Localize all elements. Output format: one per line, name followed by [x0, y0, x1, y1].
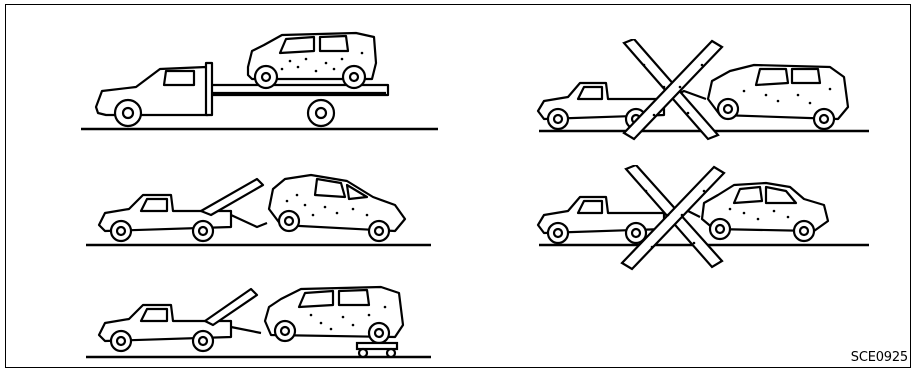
- wheel-lift-tow-illustration: [81, 165, 441, 251]
- flatbed-tow-illustration: [76, 23, 446, 135]
- figure-frame: SCE0925: [5, 4, 911, 368]
- towed-vehicle: [708, 65, 848, 129]
- wheel-lift-tow-panel: [81, 165, 441, 251]
- wheel-lift-dollies-tow-illustration: [81, 277, 441, 365]
- wheel-dolly: [357, 343, 397, 357]
- figure-code-label: SCE0925: [851, 350, 908, 365]
- x-mark-icon: [624, 39, 722, 139]
- tow-truck: [99, 179, 267, 241]
- sling-tow-front-not-allowed-panel: [534, 39, 874, 143]
- towed-vehicle: [265, 287, 403, 343]
- towed-vehicle: [702, 183, 828, 241]
- towed-vehicle: [269, 175, 405, 241]
- sling-tow-rear-illustration: [534, 165, 874, 273]
- flatbed-tow-panel: [76, 23, 446, 135]
- sling-tow-front-illustration: [534, 39, 874, 143]
- tow-truck: [99, 289, 261, 351]
- sling-tow-rear-not-allowed-panel: [534, 165, 874, 273]
- wheel-lift-dollies-tow-panel: [81, 277, 441, 365]
- towed-vehicle: [248, 33, 376, 88]
